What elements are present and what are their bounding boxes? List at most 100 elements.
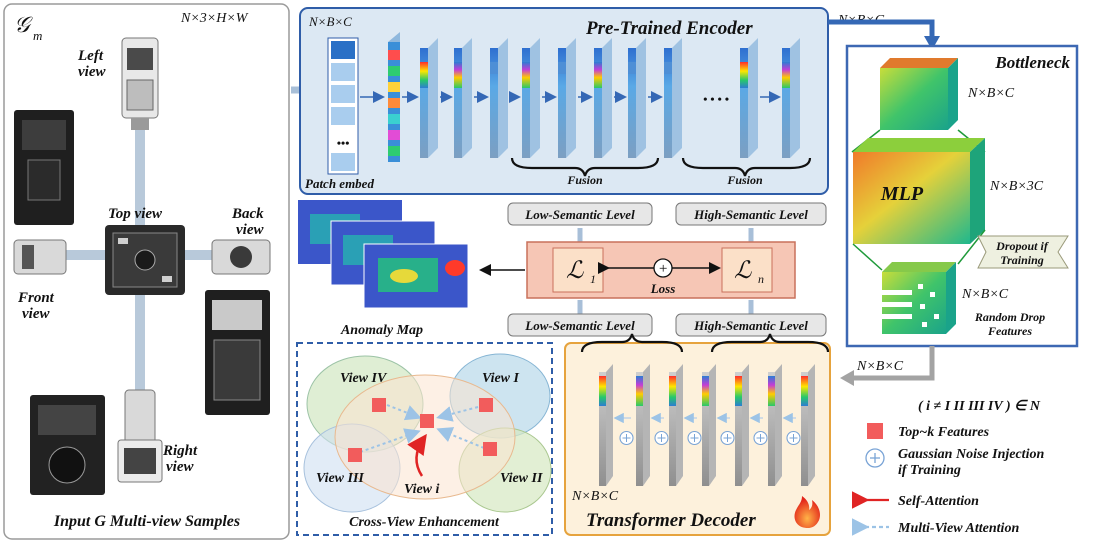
flame-icon	[794, 496, 820, 528]
view-iv-label: View IV	[340, 371, 388, 386]
decoder-layer	[801, 364, 815, 486]
bottleneck-connector-left-bottom	[852, 243, 883, 271]
legend: ( i ≠ I II III IV ) ∈ N Top~k Features G…	[851, 399, 1044, 536]
patch-dots: •••	[337, 136, 350, 150]
mlp-label: MLP	[880, 183, 924, 205]
bottleneck-bottom-cube	[882, 262, 956, 334]
bottleneck-mid-shape: N×B×3C	[989, 179, 1044, 194]
front-view-image	[13, 239, 67, 275]
attention-arrow-ii	[436, 427, 485, 449]
bottleneck-panel: Bottleneck N×B×C MLP N×B×3C Dropout if T…	[845, 44, 1079, 348]
l1-symbol: ℒ	[566, 258, 584, 284]
attention-arrow-i	[436, 406, 479, 422]
ln-subscript: n	[758, 272, 764, 286]
right-view-image	[117, 389, 163, 483]
patch-embed-column: •••	[327, 37, 359, 175]
decoder-layer	[636, 364, 669, 486]
low-level-label-top: Low-Semantic Level	[524, 207, 635, 222]
anomaly-map-stack	[298, 200, 469, 309]
legend-topk-label: Top~k Features	[898, 425, 990, 440]
bottleneck-bottom-shape: N×B×C	[961, 287, 1009, 302]
high-level-label-top: High-Semantic Level	[693, 207, 808, 222]
fusion-label-1: Fusion	[566, 173, 603, 187]
bottleneck-to-decoder-arrow	[852, 346, 935, 381]
legend-noise-label-1: Gaussian Noise Injection	[898, 447, 1044, 462]
object-photo-lower-left	[30, 395, 105, 495]
loss-plus-circle	[653, 258, 673, 278]
legend-noise-label-2: if Training	[898, 463, 961, 478]
encoder-title: Pre-Trained Encoder	[585, 18, 753, 39]
patch-embed-label: Patch embed	[305, 176, 374, 191]
fusion-label-2: Fusion	[726, 173, 763, 187]
bottleneck-top-cube	[880, 58, 958, 130]
decoder-layer	[599, 364, 634, 486]
encoder-layer	[628, 38, 663, 158]
right-view-label-2: view	[166, 459, 194, 475]
front-view-label-2: view	[22, 306, 50, 322]
legend-condition: ( i ≠ I II III IV ) ∈ N	[918, 399, 1041, 414]
top-view-image	[105, 225, 185, 295]
decoder-layer	[702, 364, 735, 486]
encoder-layer	[558, 38, 593, 158]
input-panel: 𝒢 m N×3×H×W Left view Top view Bac	[3, 3, 290, 540]
decoder-layer	[735, 364, 768, 486]
low-level-tag-bottom	[507, 313, 653, 337]
left-view-label-2: view	[78, 64, 106, 80]
legend-self-attention-label: Self-Attention	[898, 494, 979, 509]
topk-feature-iii	[348, 448, 362, 462]
back-view-label-1: Back	[231, 206, 264, 222]
back-view-image	[211, 239, 271, 275]
l1-box	[552, 247, 604, 293]
input-panel-title: Input G Multi-view Samples	[53, 513, 240, 530]
bottleneck-title: Bottleneck	[994, 53, 1070, 72]
bottleneck-top-shape: N×B×C	[967, 86, 1015, 101]
high-level-tag-top	[675, 202, 827, 226]
dropout-label-2: Training	[1000, 253, 1044, 267]
view-small-i-label: View i	[404, 482, 440, 497]
legend-topk-swatch	[867, 423, 883, 439]
high-level-label-bottom: High-Semantic Level	[693, 318, 808, 333]
right-view-label-1: Right	[162, 443, 198, 459]
ln-symbol: ℒ	[734, 258, 752, 284]
dropout-label-1: Dropout if	[995, 239, 1049, 253]
decoder-layer	[768, 364, 801, 486]
legend-multi-view-label: Multi-View Attention	[897, 521, 1019, 536]
topk-feature-ii	[483, 442, 497, 456]
back-view-label-2: view	[236, 222, 264, 238]
encoder-layer	[594, 38, 627, 158]
dropout-tag	[977, 235, 1069, 269]
topk-feature-center	[420, 414, 434, 428]
topk-feature-iv	[372, 398, 386, 412]
view-iii-label: View III	[316, 471, 364, 486]
bottleneck-to-decoder-arrowhead	[840, 370, 854, 386]
l1-subscript: 1	[590, 272, 596, 286]
encoder-mosaic-layer	[388, 32, 400, 162]
view-ii-label: View II	[500, 471, 543, 486]
decoder-brace-low	[580, 333, 684, 353]
encoder-ellipsis: • • • •	[703, 92, 729, 106]
anomaly-map-label: Anomaly Map	[340, 323, 423, 338]
left-view-label-1: Left	[77, 48, 104, 64]
self-attention-arrow	[407, 433, 427, 477]
loss-block: Low-Semantic Level High-Semantic Level ℒ…	[479, 202, 827, 337]
encoder-layer	[782, 38, 800, 158]
fusion-brace-2	[681, 157, 812, 177]
encoder-feature-layers	[402, 38, 800, 158]
left-view-image	[121, 37, 159, 130]
fusion-brace-1	[510, 157, 660, 177]
object-photo-lower-right	[205, 290, 270, 415]
encoder-layer	[664, 38, 682, 158]
legend-noise-icon	[865, 448, 885, 468]
encoder-shape-label: N×B×C	[308, 14, 352, 29]
input-shape-label: N×3×H×W	[180, 11, 249, 26]
encoder-layer	[740, 38, 781, 158]
decoder-shape-label: N×B×C	[571, 489, 619, 504]
encoder-layer	[522, 38, 557, 158]
object-photo-upper-left	[14, 110, 74, 225]
encoder-to-bottleneck-arrowhead	[924, 36, 940, 50]
encoder-to-bottleneck-arrow	[828, 19, 935, 38]
random-drop-label-2: Features	[987, 324, 1032, 338]
top-view-label: Top view	[108, 206, 163, 222]
encoder-layer	[454, 38, 489, 158]
set-symbol: 𝒢	[14, 12, 33, 37]
